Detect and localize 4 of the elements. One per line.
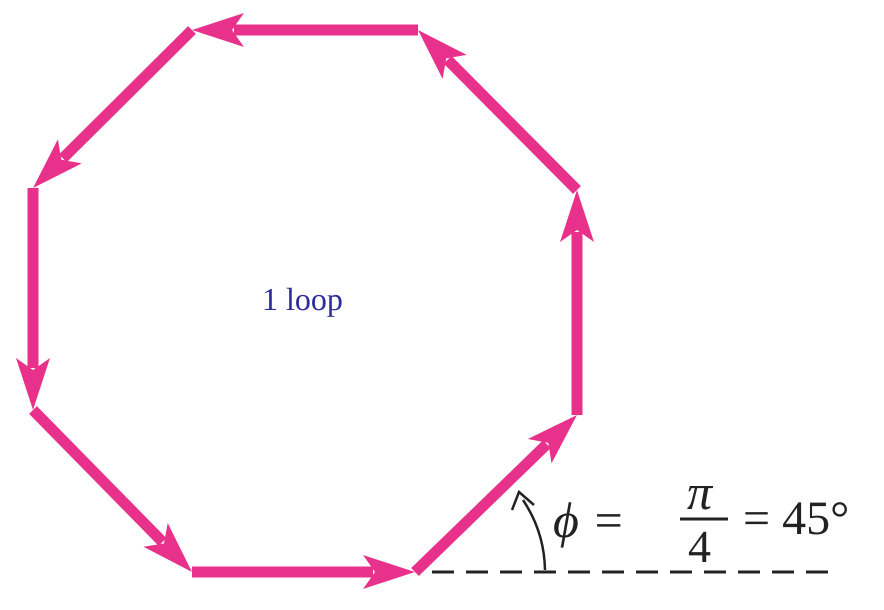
diagram-label: 1 loop	[262, 283, 343, 315]
fraction-denominator: 4	[688, 524, 711, 570]
fraction-numerator: π	[687, 467, 712, 517]
angle-equation-text: = 45°	[743, 495, 850, 543]
